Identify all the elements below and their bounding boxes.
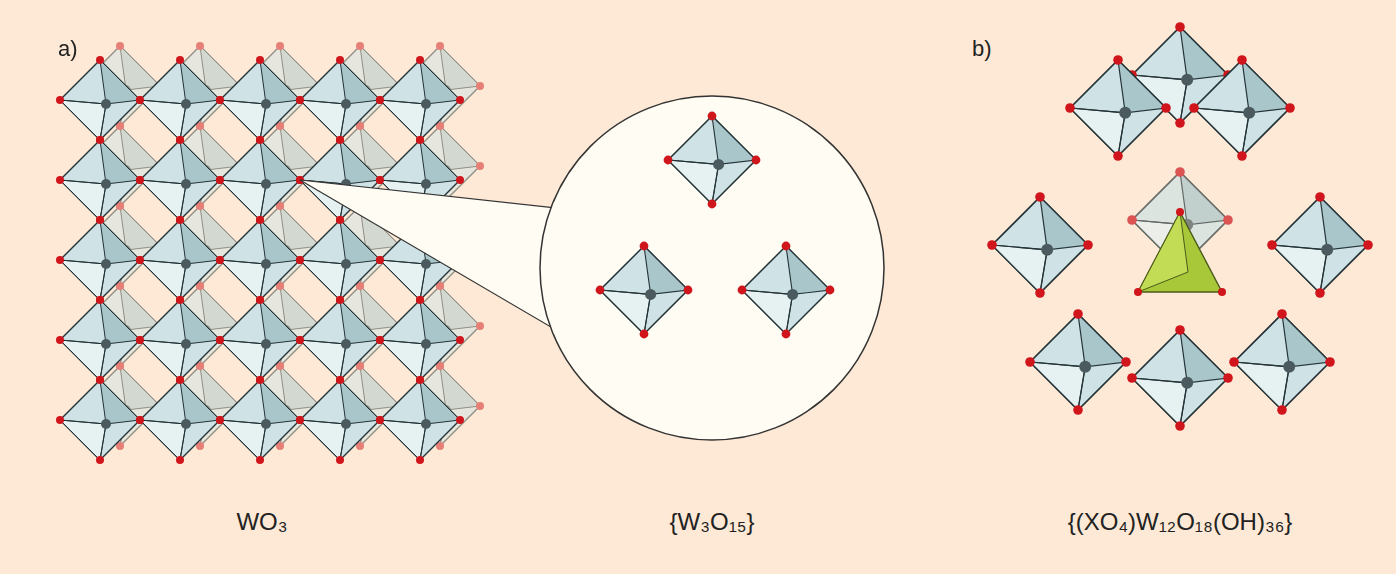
panel-label: a) xyxy=(58,36,78,62)
cluster-illustration xyxy=(987,22,1373,431)
callout-line xyxy=(300,180,556,208)
formula-label: WO₃ xyxy=(236,508,287,537)
callout-line xyxy=(300,180,556,330)
formula-label: {W₃O₁₅} xyxy=(670,508,755,537)
inset-circle xyxy=(540,96,884,440)
trimer-illustration xyxy=(596,112,835,339)
panel-label: b) xyxy=(972,36,992,62)
lattice-front xyxy=(56,56,464,464)
formula-label: {(XO₄)W₁₂O₁₈(OH)₃₆} xyxy=(1068,508,1293,537)
callout-wedge xyxy=(300,180,556,330)
